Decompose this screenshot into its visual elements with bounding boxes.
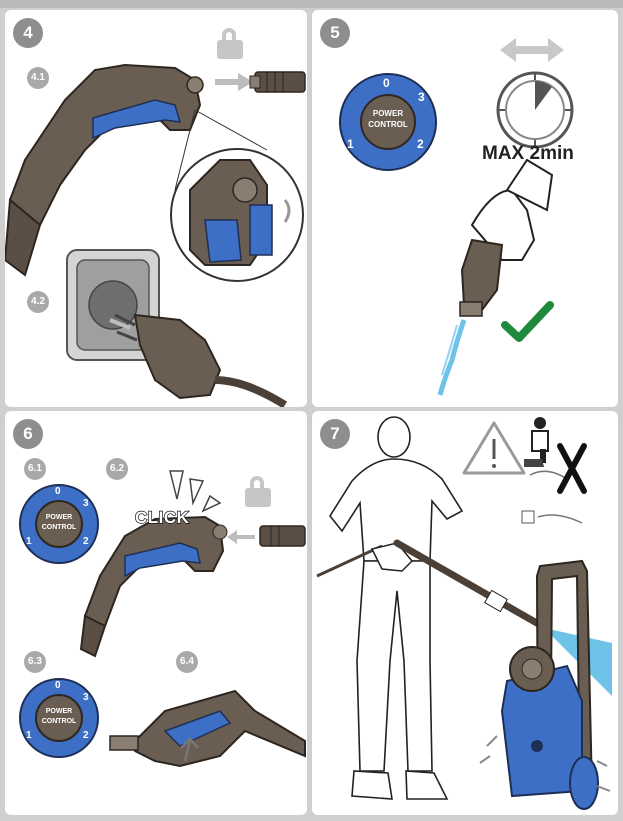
- substep-6-2: 6.2: [106, 458, 128, 480]
- dial-label-control: CONTROL: [368, 120, 408, 129]
- lock-icon: [245, 476, 271, 507]
- step-5-illustration: [437, 38, 574, 396]
- dial-mark-2: 2: [83, 536, 89, 547]
- panel-step-6: 6 6.1 6.2 6.3 6.4 POWER CONTROL 0 1 2 3 …: [5, 411, 307, 815]
- substep-4-1: 4.1: [27, 67, 49, 89]
- panel-step-7: 7: [312, 411, 618, 815]
- dial-mark-0: 0: [55, 486, 61, 497]
- substep-6-4: 6.4: [176, 651, 198, 673]
- dial-mark-1: 1: [26, 730, 32, 741]
- top-strip: [0, 0, 623, 8]
- panel-step-5: 5 POWER CONTROL 0 1 2 3 MAX 2min: [312, 10, 618, 407]
- dial-label-power: POWER: [372, 109, 404, 118]
- dial-mark-0: 0: [383, 76, 390, 90]
- click-label: CLICK: [134, 507, 190, 527]
- power-control-dial[interactable]: POWER CONTROL 0 1 2 3: [339, 73, 437, 171]
- step-7-illustration: [316, 416, 612, 810]
- step-6-illustration: [79, 470, 306, 768]
- dial-label-control: CONTROL: [41, 718, 77, 725]
- gun-handle-illustration: [5, 63, 204, 277]
- spray-gun-lance: [316, 539, 546, 630]
- warning-icon: [462, 421, 526, 475]
- dial-label-control: CONTROL: [41, 524, 77, 531]
- substep-6-1: 6.1: [24, 458, 46, 480]
- double-arrow-icon: [500, 38, 564, 62]
- checkmark-icon: [501, 301, 554, 342]
- gun-handle-6-2: [79, 515, 228, 658]
- power-control-knob[interactable]: POWER CONTROL: [360, 94, 416, 150]
- power-control-dial-6-3[interactable]: POWER CONTROL 0 1 2 3: [19, 678, 99, 758]
- substep-4-2: 4.2: [27, 291, 49, 313]
- dial-label-power: POWER: [45, 514, 73, 521]
- dial-mark-2: 2: [417, 137, 424, 151]
- lock-icon: [217, 28, 243, 59]
- power-plug-illustration: [114, 313, 288, 407]
- dial-mark-3: 3: [418, 90, 425, 104]
- gun-full-6-4: [109, 689, 306, 768]
- hand-holding-nozzle: [459, 158, 554, 317]
- substep-6-3: 6.3: [24, 651, 46, 673]
- no-children-pets-icon: [521, 417, 587, 524]
- step-number-5: 5: [320, 18, 350, 48]
- lance-connector: [249, 71, 306, 93]
- step-number-6: 6: [13, 419, 43, 449]
- dial-mark-3: 3: [83, 692, 89, 703]
- person-illustration: [329, 416, 464, 800]
- power-control-knob-6-3[interactable]: POWER CONTROL: [35, 694, 83, 742]
- dial-mark-3: 3: [83, 498, 89, 509]
- wall-socket-illustration: [66, 249, 160, 361]
- power-control-dial-6-1[interactable]: POWER CONTROL 0 1 2 3: [19, 484, 99, 564]
- power-control-knob-6-1[interactable]: POWER CONTROL: [35, 500, 83, 548]
- timer-icon: [496, 71, 574, 149]
- max-duration-label: MAX 2min: [482, 143, 574, 164]
- dial-mark-0: 0: [55, 680, 61, 691]
- water-jet: [437, 319, 467, 396]
- step-4-illustration: [5, 63, 306, 407]
- click-burst: [169, 470, 222, 513]
- step-number-7: 7: [320, 419, 350, 449]
- lance-connector-6: [259, 525, 306, 547]
- pressure-washer-illustration: [479, 559, 611, 810]
- step-number-4: 4: [13, 18, 43, 48]
- dial-mark-2: 2: [83, 730, 89, 741]
- dial-mark-1: 1: [26, 536, 32, 547]
- dial-mark-1: 1: [347, 137, 354, 151]
- dial-label-power: POWER: [45, 708, 73, 715]
- panel-step-4: 4 4.1 4.2: [5, 10, 307, 407]
